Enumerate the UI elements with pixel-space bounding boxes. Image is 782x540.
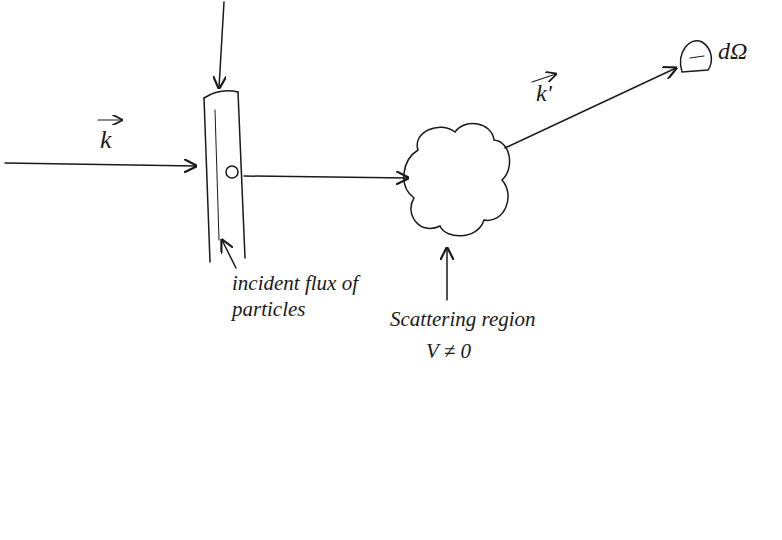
pointer-arrow <box>219 2 224 88</box>
symbol-label: dΩ <box>718 36 747 66</box>
slab-edge <box>204 91 238 98</box>
vector-arrow <box>98 119 122 120</box>
symbol-label: k <box>100 124 112 157</box>
slab-hole <box>226 166 238 178</box>
annotation-label: Scattering region <box>390 306 536 332</box>
scattered-beam <box>505 68 676 148</box>
slab-edge <box>215 110 219 240</box>
annotation-label: incident flux of particles <box>232 270 362 323</box>
symbol-label: k' <box>536 78 552 108</box>
scattering-region-cloud <box>404 124 510 236</box>
leader-arrow <box>222 240 236 268</box>
annotation-label: V ≠ 0 <box>426 338 471 364</box>
detector-symbol <box>690 56 704 58</box>
leader-arrow <box>446 248 448 300</box>
slab-edge <box>238 92 245 258</box>
detector-symbol <box>681 41 712 72</box>
slab-edge <box>204 98 210 262</box>
beam-arrow <box>244 176 408 178</box>
incident-beam <box>5 163 196 166</box>
